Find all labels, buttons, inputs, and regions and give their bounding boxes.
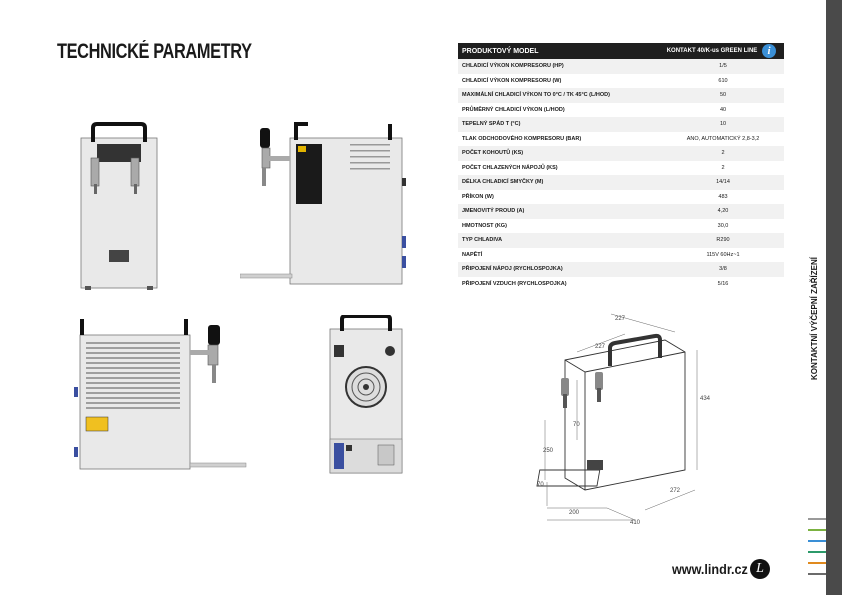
page-title: TECHNICKÉ PARAMETRY [57,40,252,63]
spec-row: CHLADICÍ VÝKON KOMPRESORU (HP) 1/5 [458,59,784,74]
spec-row-label: TLAK ODCHODOVÉHO KOMPRESORU (BAR) [462,135,582,142]
side-label-container: KONTAKTNÍ VÝČEPNÍ ZAŘÍZENÍ [810,257,824,380]
spec-row-value: 40 [719,106,727,113]
spec-row: PŘIPOJENÍ VZDUCH (RYCHLOSPOJKA) 5/16 [458,277,784,292]
dim-label-tray-height: 70 [537,482,544,488]
spec-row-value: 14/14 [716,179,730,186]
spec-row-label: CHLADICÍ VÝKON KOMPRESORU (HP) [462,63,564,70]
color-stripe [808,551,826,553]
dimension-drawing: 227 227 434 250 70 70 200 410 272 [536,313,711,526]
spec-row-label: JMENOVITÝ PROUD (A) [462,208,525,215]
color-stripe [808,562,826,564]
dim-label-height: 434 [700,396,711,402]
rear-fan-view-drawing [329,315,403,474]
spec-row-label: HMOTNOST (KG) [462,222,507,229]
front-view-drawing [80,122,158,290]
spec-row-value: 3/8 [719,266,727,273]
side-band [826,0,842,595]
spec-row-label: CHLADICÍ VÝKON KOMPRESORU (W) [462,77,562,84]
spec-table: PRODUKTOVÝ MODEL KONTAKT 40/K-us GREEN L… [458,43,784,291]
dim-label-base: 272 [670,488,681,494]
dim-label-tap-height: 250 [543,448,554,454]
info-icon[interactable]: i [762,44,776,58]
spec-row-label: DÉLKA CHLADICÍ SMYČKY (M) [462,179,544,186]
spec-row: PRŮMĚRNÝ CHLADICÍ VÝKON (L/HOD) 40 [458,103,784,118]
spec-row: MAXIMÁLNÍ CHLADICÍ VÝKON TO 0°C / TK 45°… [458,88,784,103]
spec-row-value: 610 [718,77,728,84]
dim-label-tap-spacing: 70 [573,422,580,428]
spec-row-value: 1/5 [719,63,727,70]
side-label: KONTAKTNÍ VÝČEPNÍ ZAŘÍZENÍ [810,257,819,380]
spec-row-value: 50 [719,92,727,99]
spec-table-header: PRODUKTOVÝ MODEL KONTAKT 40/K-us GREEN L… [458,43,784,59]
spec-row-label: POČET CHLAZENÝCH NÁPOJŮ (KS) [462,164,558,171]
spec-row-label: PŘIPOJENÍ NÁPOJ (RYCHLOSPOJKA) [462,266,563,273]
spec-row: PŘIPOJENÍ NÁPOJ (RYCHLOSPOJKA) 3/8 [458,262,784,277]
spec-row-value: 2 [721,164,725,171]
spec-row: PŘÍKON (W) 483 [458,190,784,205]
color-stripes [808,518,826,584]
side-view-drawing [240,122,406,285]
color-stripe [808,540,826,542]
spec-header-model: KONTAKT 40/K-us GREEN LINE [666,48,758,54]
dim-label-1: 227 [615,316,626,322]
spec-row-value: 4,20 [717,208,729,215]
spec-row: TYP CHLADIVA R290 [458,233,784,248]
color-stripe [808,529,826,531]
rear-grille-view-drawing [74,319,247,470]
lindr-logo-icon: L [750,559,770,579]
spec-header-label: PRODUKTOVÝ MODEL [462,47,539,55]
spec-row-label: PRŮMĚRNÝ CHLADICÍ VÝKON (L/HOD) [462,106,565,113]
dim-label-2: 227 [595,344,606,350]
spec-row: TEPELNÝ SPÁD T (°C) 10 [458,117,784,132]
spec-row: HMOTNOST (KG) 30,0 [458,219,784,234]
spec-row-value: 5/16 [717,280,729,287]
color-stripe [808,573,826,575]
spec-row-label: MAXIMÁLNÍ CHLADICÍ VÝKON TO 0°C / TK 45°… [462,92,610,99]
spec-row-label: TEPELNÝ SPÁD T (°C) [462,121,521,128]
spec-row: CHLADICÍ VÝKON KOMPRESORU (W) 610 [458,74,784,89]
spec-row: POČET CHLAZENÝCH NÁPOJŮ (KS) 2 [458,161,784,176]
spec-row: TLAK ODCHODOVÉHO KOMPRESORU (BAR) ANO, AU… [458,132,784,147]
spec-row-value: 115V 60Hz~1 [706,251,740,258]
spec-row: POČET KOHOUTŮ (KS) 2 [458,146,784,161]
spec-row-value: 10 [719,121,727,128]
spec-row-value: 30,0 [717,222,729,229]
spec-row-value: R290 [716,237,730,244]
spec-row-value: 2 [721,150,725,157]
website-link[interactable]: www.lindr.cz [672,561,748,577]
spec-row-value: ANO, AUTOMATICKÝ 2,8-3,2 [686,135,760,142]
spec-row-label: PŘIPOJENÍ VZDUCH (RYCHLOSPOJKA) [462,280,567,287]
spec-row-label: NAPĚTÍ [462,251,483,258]
dim-label-width: 200 [569,510,580,516]
spec-row: NAPĚTÍ 115V 60Hz~1 [458,248,784,263]
spec-row-label: PŘÍKON (W) [462,193,494,200]
dim-label-depth: 410 [630,520,641,526]
spec-row: JMENOVITÝ PROUD (A) 4,20 [458,204,784,219]
color-stripe [808,518,826,520]
spec-row-value: 483 [718,193,728,200]
spec-row-label: POČET KOHOUTŮ (KS) [462,150,524,157]
spec-row-label: TYP CHLADIVA [462,237,503,244]
spec-row: DÉLKA CHLADICÍ SMYČKY (M) 14/14 [458,175,784,190]
